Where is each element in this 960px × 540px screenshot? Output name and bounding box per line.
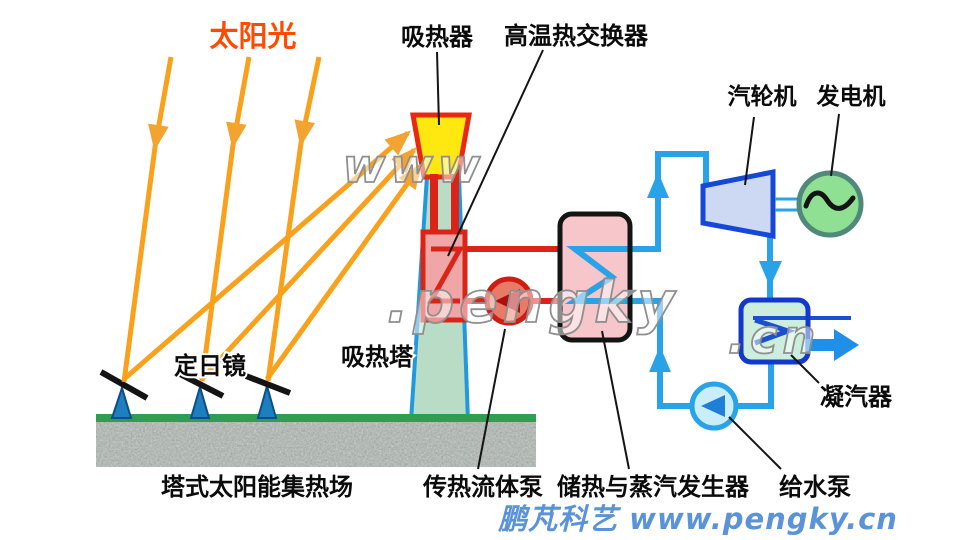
heliostat-mirror [99,369,149,401]
label-receiver: 吸热器 [401,24,474,51]
label-hx: 高温热交换器 [504,22,649,50]
cooling-water-out-arrow [806,329,859,361]
watermark-www: www [343,139,486,193]
label-turbine: 汽轮机 [728,83,797,109]
heliostat-mirror [178,371,225,399]
steam-up-arrow [647,172,669,198]
ground-collector-field [96,414,536,467]
label-field: 塔式太阳能集热场 [161,473,353,501]
label-sunlight: 太阳光 [209,20,296,53]
sun-ray-1 [121,56,174,383]
leader-hx [447,49,544,257]
condensate-pipe [736,361,774,409]
storage-steam-generator [557,211,633,343]
steam-pipe [628,151,709,252]
label-tower: 吸热塔 [341,344,414,371]
heliostat-stand [110,384,133,419]
receiver-risers [430,174,459,236]
generator [796,170,864,238]
watermark-pengky: .pengky [387,270,680,336]
feedwater-pump-arrow [701,395,725,417]
heliostats [99,369,292,419]
heliostat-stand [189,383,211,419]
label-storage: 储热与蒸汽发生器 [557,473,750,501]
label-htf-pump: 传热流体泵 [422,474,543,501]
sun-ray-3 [265,56,322,382]
label-generator: 发电机 [816,83,886,109]
heliostat-3 [244,373,292,419]
label-condenser: 凝汽器 [820,383,893,411]
leader-condenser [790,354,820,384]
leader-storage [601,330,630,470]
leader-generator [830,113,840,177]
reflected-ray-2 [199,147,417,382]
sine-wave-icon [803,190,856,211]
reflected-ray-1 [122,130,411,381]
leader-turbine [744,116,755,186]
feedwater-pump [689,381,739,431]
leader-feed-pump [728,416,782,470]
feedwater-up-arrow [649,346,671,372]
leader-lines [436,49,840,470]
heliostat-mirror [244,373,292,396]
condenser [738,297,859,365]
high-temp-heat-exchanger [420,229,468,323]
label-heliostat: 定日镜 [174,352,246,380]
shaft [775,197,801,212]
leader-receiver [436,51,440,126]
sun-rays [121,56,423,383]
watermark-footer: 鹏芃科艺 www.pengky.cn [497,502,898,536]
grass-strip [96,414,536,422]
flow-arrows [647,172,782,372]
steam-turbine [700,168,776,240]
heliostat-stand [256,382,278,419]
heliostat-1 [99,369,149,419]
leader-htf-pump [477,328,506,470]
gravel-texture [96,421,536,467]
exhaust-down-arrow [759,261,782,287]
label-feed-pump: 给水泵 [779,473,851,501]
reflected-ray-3 [264,162,423,381]
heliostat-2 [178,371,225,419]
htf-pump-arrow [495,289,520,313]
htf-pump [484,276,534,326]
watermark-cn: .cn [728,310,821,364]
